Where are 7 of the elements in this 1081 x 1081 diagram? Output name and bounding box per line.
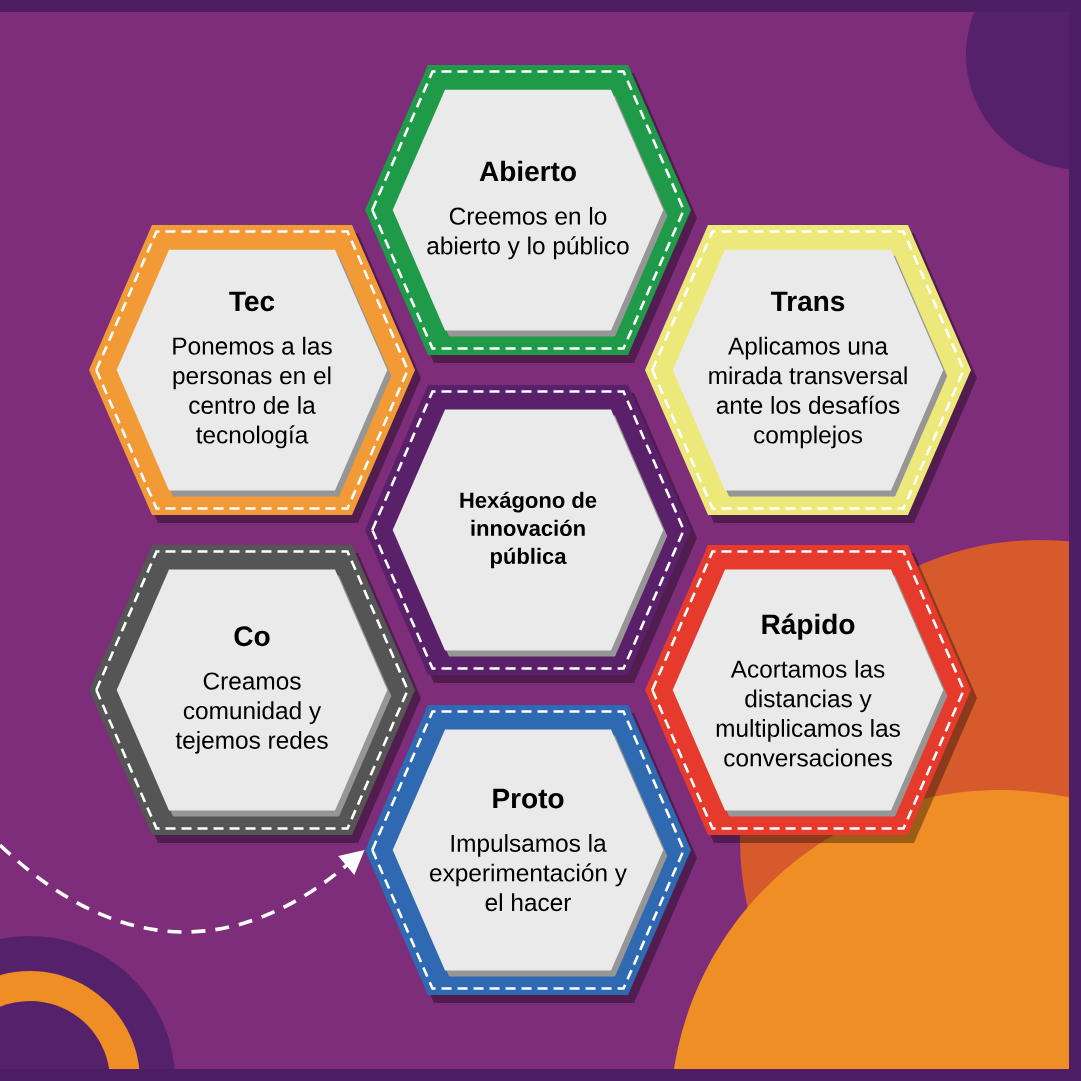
hexagon-card: Proto Impulsamos la experimentación y el hacer	[365, 705, 697, 1003]
hexagon-card: Abierto Creemos en lo abierto y lo público	[365, 65, 697, 363]
hexagon-card: Co Creamos comunidad y tejemos redes	[89, 545, 421, 843]
hexagon-card: Tec Ponemos a las personas en el centro de la tecnología	[89, 225, 421, 523]
hexagon-card: Hexágono de innovación pública	[365, 385, 697, 683]
hexagon-card: Trans Aplicamos una mirada transversal ante los desafíos complejos	[645, 225, 977, 523]
hexagon-card: Rápido Acortamos las distancias y multiplicamos las conversaciones	[645, 545, 977, 843]
